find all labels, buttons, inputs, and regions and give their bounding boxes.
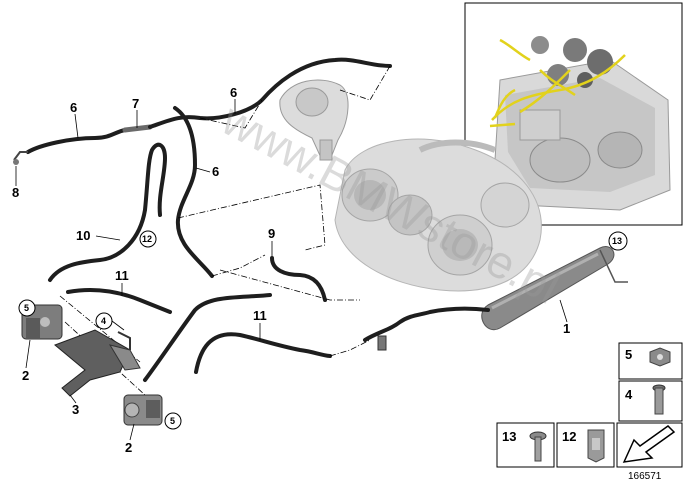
hose-10	[48, 142, 167, 282]
legend-label-5: 5	[625, 347, 632, 362]
callout-11-lower: 11	[253, 308, 267, 323]
clip-icon	[587, 429, 605, 463]
callout-10: 10	[76, 228, 90, 243]
hose-9	[270, 256, 327, 302]
callout-8: 8	[12, 185, 19, 200]
callout-5-upper: 5	[24, 303, 29, 313]
direction-arrow-icon	[622, 425, 676, 463]
callout-7: 7	[132, 96, 139, 111]
hose-11-upper	[66, 288, 172, 314]
vacuum-reservoir	[481, 246, 628, 331]
hose-to-reservoir	[363, 306, 490, 342]
callout-1: 1	[563, 321, 570, 336]
callout-labels: 6 7 8 6 6 10 9 11 11 1 2 3 2 5 4 5 12	[12, 85, 628, 455]
engine-inset	[464, 2, 683, 226]
hose-6-upper	[148, 57, 392, 129]
callout-6-upper: 6	[230, 85, 237, 100]
hose-6-left	[26, 128, 127, 154]
hose-6-loop	[173, 106, 214, 278]
hose-11-lower	[194, 332, 332, 374]
callout-2-upper: 2	[22, 368, 29, 383]
callout-12: 12	[142, 234, 152, 244]
turbocharger-illustration	[334, 138, 542, 292]
mounting-bracket	[54, 329, 141, 397]
vacuum-pump-illustration	[279, 79, 349, 161]
clip-12	[377, 335, 387, 351]
diagram-id: 166571	[628, 471, 662, 482]
callout-11-upper: 11	[115, 268, 129, 283]
bolt-icon	[529, 431, 547, 462]
callout-6-left: 6	[70, 100, 77, 115]
callout-4: 4	[101, 316, 106, 326]
legend-label-12: 12	[562, 429, 576, 444]
callout-13: 13	[612, 236, 622, 246]
nut-icon	[649, 347, 671, 367]
leader-lines	[59, 65, 391, 396]
hose-lower-valve	[143, 293, 272, 382]
solenoid-valve-lower	[123, 394, 163, 426]
callout-5-lower: 5	[170, 416, 175, 426]
callout-9: 9	[268, 226, 275, 241]
callout-6-loop: 6	[212, 164, 219, 179]
parts-legend: 5 4 13 12	[496, 342, 683, 468]
screw-icon	[652, 384, 666, 415]
vacuum-hoses	[26, 57, 490, 382]
legend-label-4: 4	[625, 387, 633, 402]
callout-3: 3	[72, 402, 79, 417]
fitting-8	[13, 151, 28, 165]
callout-2-lower: 2	[125, 440, 132, 455]
hose-7	[122, 124, 153, 133]
highlighted-vacuum-lines	[489, 38, 626, 128]
legend-label-13: 13	[502, 429, 516, 444]
